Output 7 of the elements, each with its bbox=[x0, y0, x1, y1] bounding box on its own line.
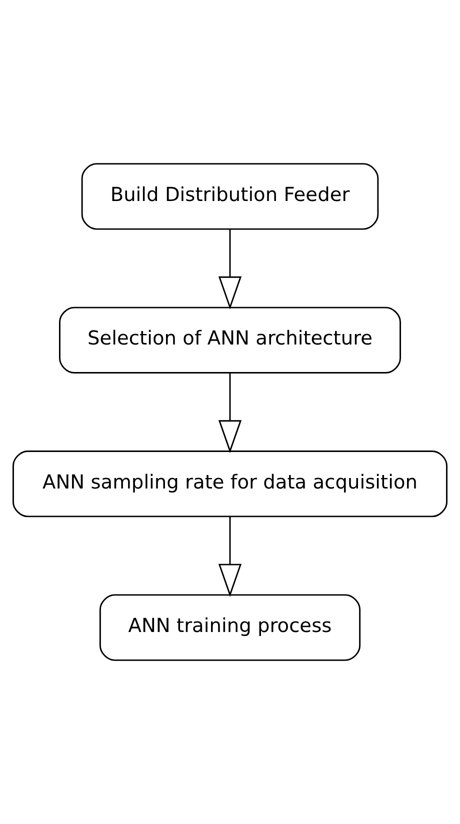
arrow bbox=[218, 516, 242, 597]
arrow bbox=[218, 229, 242, 310]
node-box: ANN training process bbox=[99, 594, 361, 661]
node-box: Selection of ANN architecture bbox=[59, 306, 401, 374]
node-box: Build Distribution Feeder bbox=[81, 163, 379, 230]
node-box: ANN sampling rate for data acquisition bbox=[12, 450, 448, 518]
arrow bbox=[218, 373, 242, 454]
